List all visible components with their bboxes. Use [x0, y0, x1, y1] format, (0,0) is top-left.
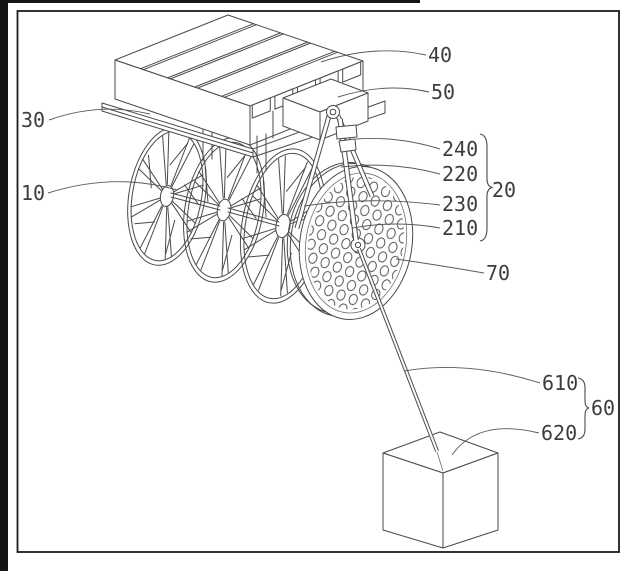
leader-30 [48, 108, 151, 121]
leader-70 [395, 258, 485, 274]
wheel-middle [183, 137, 265, 283]
leader-50 [337, 87, 430, 98]
side-housing [282, 78, 369, 141]
part-label-70: 70 [486, 261, 510, 285]
part-label-20: 20 [492, 178, 516, 202]
clamp-bracket [335, 124, 358, 140]
part-label-210: 210 [442, 216, 478, 240]
figure-frame-border [16, 10, 620, 553]
weight-cube [382, 431, 499, 549]
part-label-230: 230 [442, 192, 478, 216]
leader-10 [47, 181, 178, 194]
leader-40 [320, 50, 427, 63]
brace-20 [479, 133, 494, 242]
part-label-610: 610 [542, 371, 578, 395]
leader-220 [340, 164, 441, 175]
leader-240 [355, 137, 441, 150]
pulley [326, 105, 340, 119]
connecting-rod [357, 248, 444, 472]
part-label-240: 240 [442, 137, 478, 161]
leader-210 [351, 223, 441, 229]
hanger-frame [294, 105, 375, 242]
wheel-rear [127, 126, 207, 266]
part-label-50: 50 [431, 80, 455, 104]
leader-230 [303, 200, 441, 207]
support-tray [101, 102, 254, 158]
slatted-housing [114, 14, 364, 146]
leader-lines [47, 50, 590, 456]
part-labels: 30 10 40 50 240 220 230 210 20 70 610 60… [21, 43, 615, 445]
scan-edge-left [0, 0, 8, 571]
part-label-30: 30 [21, 108, 45, 132]
perforated-disc [286, 162, 414, 320]
scan-edge-top [0, 0, 420, 3]
part-label-40: 40 [428, 43, 452, 67]
strap-link [338, 118, 358, 242]
part-label-220: 220 [442, 162, 478, 186]
brace-60 [577, 377, 590, 440]
part-label-60: 60 [591, 396, 615, 420]
leader-610 [403, 366, 541, 384]
leader-620 [451, 428, 540, 456]
part-label-10: 10 [21, 181, 45, 205]
part-label-620: 620 [541, 421, 577, 445]
